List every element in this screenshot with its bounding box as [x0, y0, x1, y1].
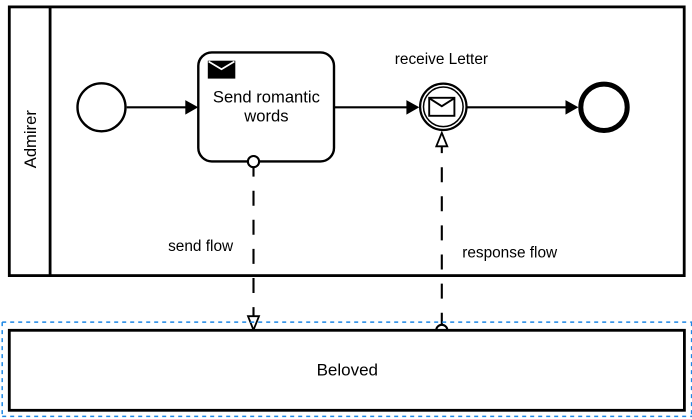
svg-text:Beloved: Beloved — [317, 361, 378, 380]
svg-text:receive Letter: receive Letter — [395, 51, 488, 68]
svg-text:Send romantic: Send romantic — [213, 88, 320, 107]
svg-text:words: words — [243, 107, 288, 126]
svg-text:response flow: response flow — [462, 245, 558, 262]
svg-text:send flow: send flow — [168, 238, 234, 255]
svg-text:Admirer: Admirer — [21, 110, 40, 169]
